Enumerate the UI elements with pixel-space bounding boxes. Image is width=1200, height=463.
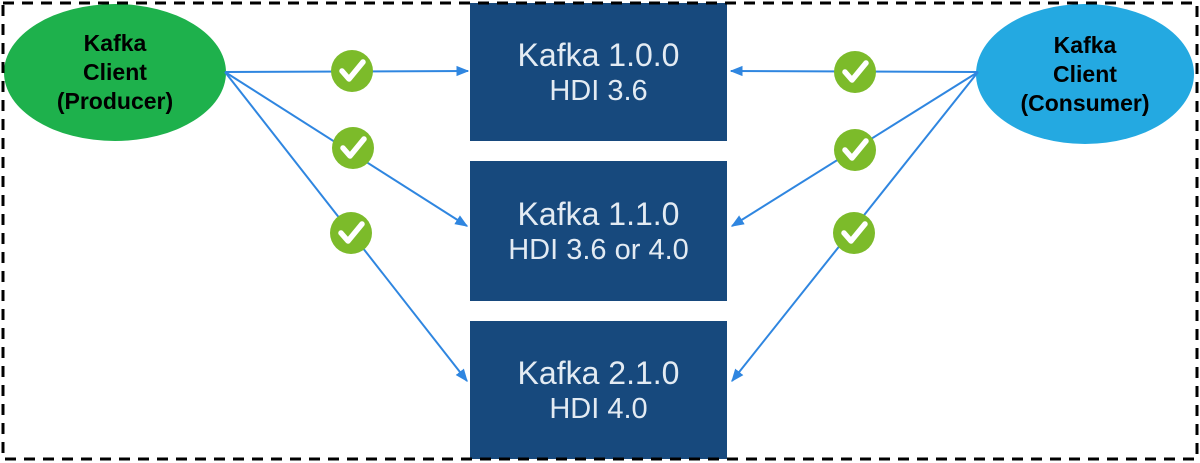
version-box-title: Kafka 2.1.0 bbox=[517, 355, 680, 391]
arrow-producer-to-kafka-1-1-0 bbox=[224, 71, 469, 227]
arrow-producer-to-kafka-1-0-0 bbox=[224, 65, 470, 77]
producer-node: Kafka Client (Producer) bbox=[4, 4, 226, 141]
arrow-consumer-to-kafka-1-1-0 bbox=[730, 71, 979, 227]
version-box-kafka-1-1-0: Kafka 1.1.0 HDI 3.6 or 4.0 bbox=[470, 161, 727, 301]
version-box-subtitle: HDI 3.6 or 4.0 bbox=[508, 234, 689, 266]
version-box-title: Kafka 1.1.0 bbox=[517, 196, 680, 232]
version-box-kafka-1-0-0: Kafka 1.0.0 HDI 3.6 bbox=[470, 3, 727, 141]
check-icon bbox=[330, 212, 372, 254]
arrow-consumer-to-kafka-1-0-0 bbox=[729, 65, 979, 77]
check-icon bbox=[332, 127, 374, 169]
check-icon bbox=[834, 129, 876, 171]
producer-label-line1: Kafka bbox=[83, 30, 147, 56]
arrow-consumer-to-kafka-2-1-0 bbox=[731, 71, 979, 383]
arrow-producer-to-kafka-2-1-0 bbox=[224, 71, 468, 383]
version-box-subtitle: HDI 3.6 bbox=[549, 75, 648, 107]
consumer-label-line1: Kafka bbox=[1053, 31, 1117, 58]
consumer-node: Kafka Client (Consumer) bbox=[976, 4, 1194, 144]
consumer-label-line3: (Consumer) bbox=[1020, 89, 1150, 116]
consumer-label-line2: Client bbox=[1053, 60, 1117, 87]
check-icon bbox=[833, 212, 875, 254]
version-box-subtitle: HDI 4.0 bbox=[549, 393, 648, 425]
producer-label-line2: Client bbox=[83, 59, 147, 85]
producer-label-line3: (Producer) bbox=[56, 88, 174, 114]
check-icon bbox=[834, 51, 876, 93]
check-icon bbox=[331, 50, 373, 92]
version-box-kafka-2-1-0: Kafka 2.1.0 HDI 4.0 bbox=[470, 321, 727, 459]
version-box-title: Kafka 1.0.0 bbox=[517, 37, 680, 73]
